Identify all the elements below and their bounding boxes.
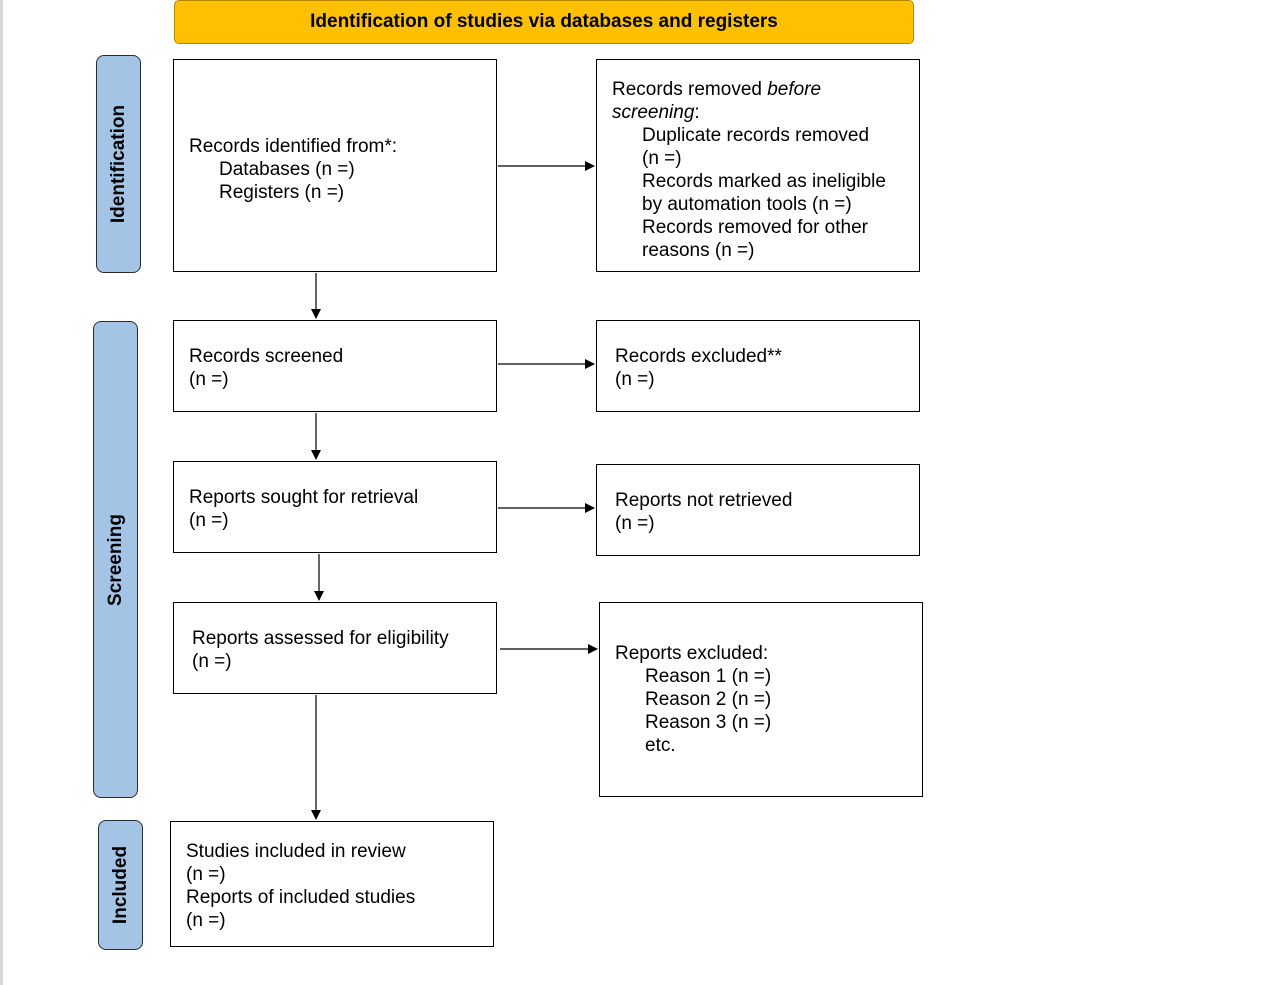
sought-label: Reports sought for retrieval bbox=[189, 487, 419, 508]
screened-n: (n =) bbox=[189, 369, 229, 390]
records-removed-box: Records removed before screening: Duplic… bbox=[596, 59, 920, 272]
phase-included: Included bbox=[98, 820, 143, 950]
assessed-n: (n =) bbox=[192, 651, 232, 672]
not-retrieved-label: Reports not retrieved bbox=[615, 490, 793, 511]
reason-2: Reason 2 (n =) bbox=[645, 689, 772, 710]
studies-included-box: Studies included in review (n =) Reports… bbox=[170, 821, 494, 947]
removed-duplicates-n: (n =) bbox=[642, 148, 682, 169]
removed-intro-em: before bbox=[767, 79, 822, 100]
assessed-label: Reports assessed for eligibility bbox=[192, 628, 449, 649]
identified-registers: Registers (n =) bbox=[219, 182, 345, 203]
removed-intro-line2: screening: bbox=[612, 101, 886, 124]
removed-other: Records removed for other bbox=[642, 217, 868, 238]
reports-excluded-box: Reports excluded: Reason 1 (n =) Reason … bbox=[599, 602, 923, 797]
phase-screening: Screening bbox=[93, 321, 138, 798]
removed-other-n: reasons (n =) bbox=[642, 240, 755, 261]
excluded-n: (n =) bbox=[615, 369, 655, 390]
studies-included-label: Studies included in review bbox=[186, 841, 406, 862]
reports-included-n: (n =) bbox=[186, 910, 226, 931]
excluded-label: Records excluded** bbox=[615, 346, 782, 367]
reports-assessed-box: Reports assessed for eligibility (n =) bbox=[173, 602, 497, 694]
reason-etc: etc. bbox=[645, 735, 676, 756]
removed-intro-text: Records removed bbox=[612, 79, 768, 100]
identified-intro: Records identified from*: bbox=[189, 136, 398, 157]
diagram-header: Identification of studies via databases … bbox=[174, 0, 914, 44]
identified-databases: Databases (n =) bbox=[219, 159, 355, 180]
header-title: Identification of studies via databases … bbox=[310, 11, 778, 32]
reports-excluded-intro: Reports excluded: bbox=[615, 643, 769, 664]
removed-duplicates: Duplicate records removed bbox=[642, 125, 870, 146]
reports-included-label: Reports of included studies bbox=[186, 887, 416, 908]
reports-not-retrieved-box: Reports not retrieved (n =) bbox=[596, 464, 920, 556]
records-excluded-box: Records excluded** (n =) bbox=[596, 320, 920, 412]
removed-ineligible-n: by automation tools (n =) bbox=[642, 194, 852, 215]
phase-identification: Identification bbox=[96, 55, 141, 273]
sought-n: (n =) bbox=[189, 510, 229, 531]
removed-ineligible: Records marked as ineligible bbox=[642, 171, 886, 192]
records-identified-box: Records identified from*: Databases (n =… bbox=[173, 59, 497, 272]
studies-included-n: (n =) bbox=[186, 864, 226, 885]
reports-sought-box: Reports sought for retrieval (n =) bbox=[173, 461, 497, 553]
page-left-edge bbox=[0, 0, 3, 985]
reason-3: Reason 3 (n =) bbox=[645, 712, 772, 733]
reason-1: Reason 1 (n =) bbox=[645, 666, 772, 687]
removed-intro-em2: screening bbox=[612, 102, 695, 123]
removed-intro: Records removed before bbox=[612, 78, 886, 101]
records-screened-box: Records screened (n =) bbox=[173, 320, 497, 412]
not-retrieved-n: (n =) bbox=[615, 513, 655, 534]
removed-intro-colon: : bbox=[694, 102, 700, 123]
screened-label: Records screened bbox=[189, 346, 344, 367]
